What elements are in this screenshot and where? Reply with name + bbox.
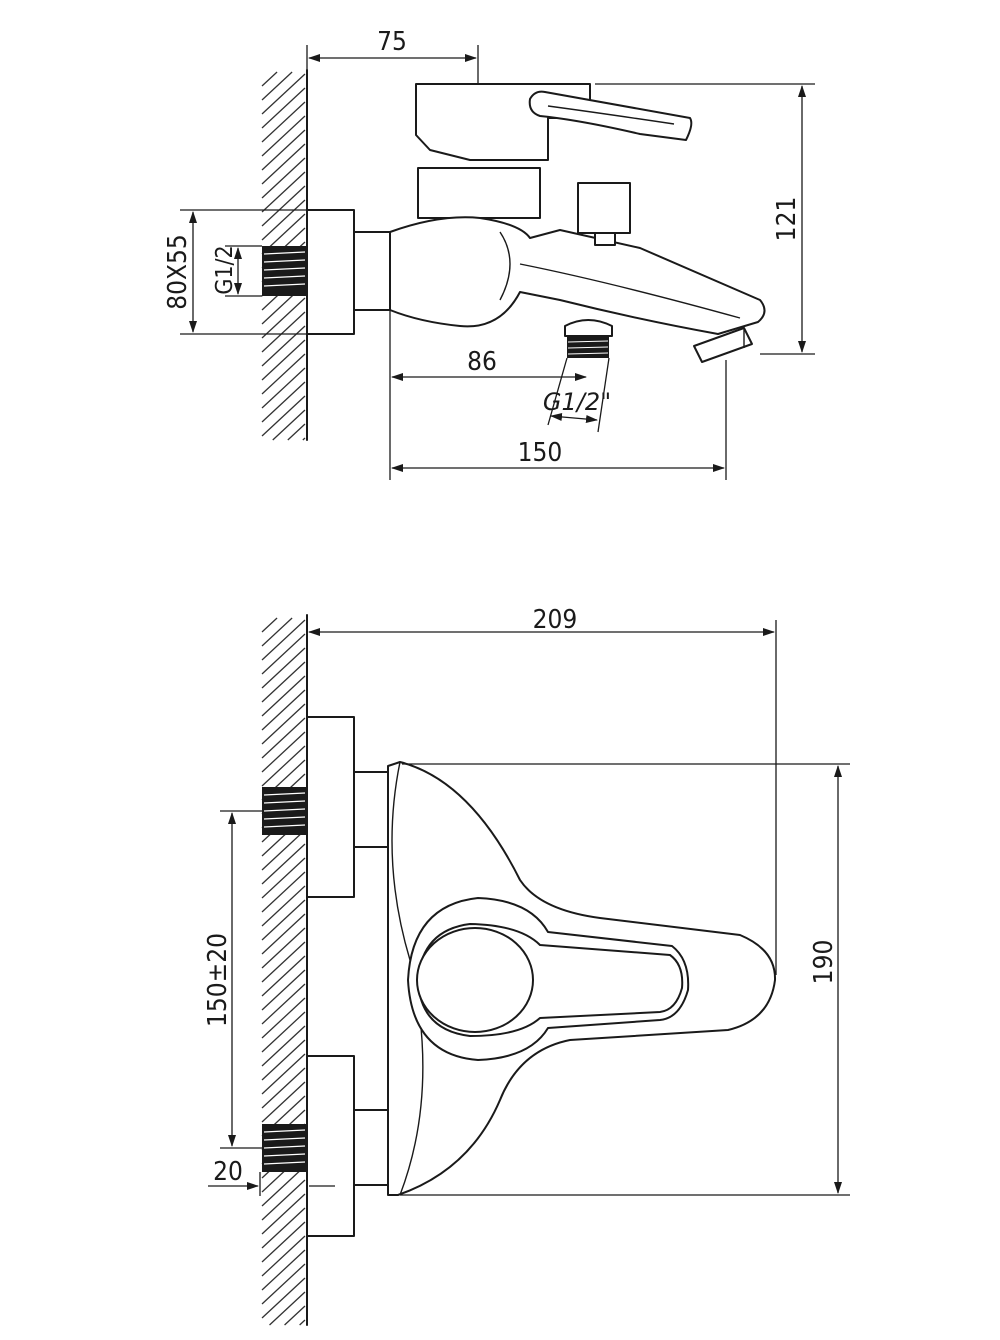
front-dimensions: 209 190 150±20 20 xyxy=(203,605,850,1196)
front-view: 209 190 150±20 20 xyxy=(203,605,850,1326)
dim-label-209: 209 xyxy=(533,605,578,635)
dim-label-80x55: 80X55 xyxy=(163,234,193,310)
side-dimensions: 75 121 80X55 G1/2 86 G1/2" xyxy=(163,27,815,480)
dim-label-86: 86 xyxy=(467,347,497,377)
dim-label-121: 121 xyxy=(772,197,802,242)
side-view: 75 121 80X55 G1/2 86 G1/2" xyxy=(163,27,815,480)
side-outlet-thread xyxy=(564,319,613,358)
dim-label-g12-outlet: G1/2" xyxy=(543,388,611,416)
dim-label-20: 20 xyxy=(213,1157,243,1187)
front-faucet-body xyxy=(387,761,777,1196)
front-upper-connection xyxy=(262,716,389,898)
dim-label-g12-inlet: G1/2 xyxy=(212,245,238,294)
dim-label-190: 190 xyxy=(809,940,839,985)
dim-label-150-20: 150±20 xyxy=(203,933,233,1027)
front-wall xyxy=(261,614,308,1326)
side-inlet-connection xyxy=(262,209,391,335)
dim-label-75: 75 xyxy=(377,27,407,57)
dim-label-150: 150 xyxy=(518,438,563,468)
front-lower-connection xyxy=(262,1055,389,1237)
side-faucet-body xyxy=(389,83,766,363)
